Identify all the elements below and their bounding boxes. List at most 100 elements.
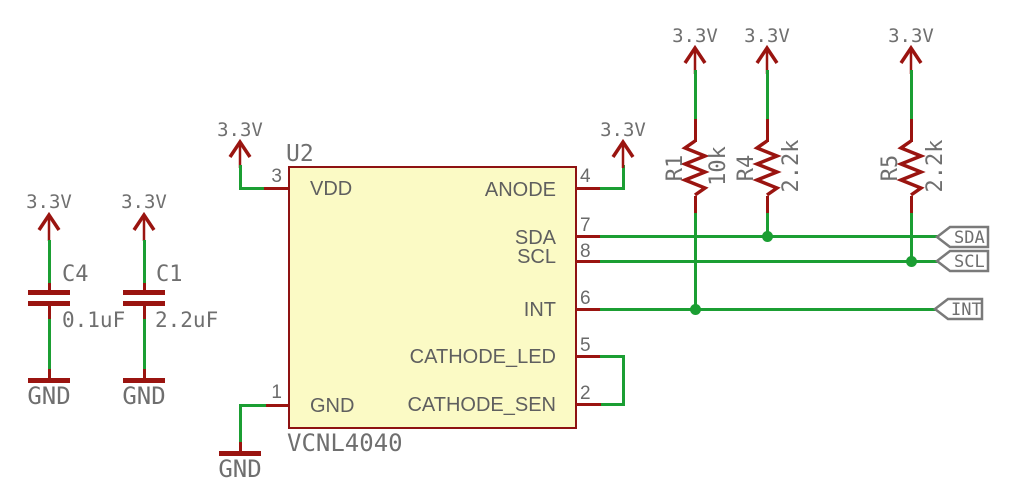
gnd-symbol <box>219 451 261 456</box>
resistor-pin <box>694 196 697 214</box>
net-flag-sda-label: SDA <box>954 228 985 248</box>
pin-number-6: 6 <box>580 288 591 309</box>
pin-stub <box>576 187 601 190</box>
c4-plate-bottom <box>28 301 70 306</box>
net-flag-scl-label: SCL <box>954 252 985 272</box>
junction-dot <box>906 256 917 267</box>
power-arrow-icon <box>228 138 252 168</box>
pin-stub <box>264 404 289 407</box>
wire-segment <box>766 213 769 239</box>
c1-plate-bottom <box>123 301 165 306</box>
cap-pin <box>48 306 51 319</box>
r1-value: 10k <box>706 146 731 186</box>
wire-segment <box>48 240 51 283</box>
ic-pin-label-cathode-led: CATHODE_LED <box>409 346 556 368</box>
wire-segment <box>48 319 51 369</box>
pin-number-7: 7 <box>580 215 591 236</box>
gnd-symbol <box>28 378 70 383</box>
scl-wire <box>600 260 938 263</box>
net-flag-int-label: INT <box>951 300 982 320</box>
net-flag-scl: SCL <box>934 249 990 273</box>
wire-segment <box>600 355 625 358</box>
ic-body <box>288 166 577 429</box>
wire-segment <box>622 355 625 406</box>
junction-dot <box>690 304 701 315</box>
pin-stub <box>576 235 601 238</box>
wire-segment <box>239 404 266 407</box>
r4-ref: R4 <box>734 154 759 182</box>
wire-segment <box>694 70 697 119</box>
r5-value: 2.2k <box>923 139 948 193</box>
junction-dot <box>762 231 773 242</box>
power-arrow-icon <box>611 138 635 168</box>
wire-segment <box>143 240 146 283</box>
cap-pin <box>143 306 146 319</box>
wire-segment <box>600 187 625 190</box>
r1-supply-label: 3.3V <box>672 25 718 47</box>
c1-plate-top <box>123 290 165 295</box>
r5-ref: R5 <box>878 154 903 182</box>
r1-ref: R1 <box>663 154 688 182</box>
ic-pin-label-sda: SDA <box>514 227 556 249</box>
resistor-zigzag-icon <box>752 139 782 197</box>
resistor-pin <box>694 119 697 142</box>
power-arrow-icon <box>37 211 61 241</box>
c4-supply-label: 3.3V <box>26 191 72 213</box>
vdd-supply-label: 3.3V <box>217 119 263 141</box>
ic-pin-label-gnd: GND <box>310 395 355 417</box>
wire-segment <box>143 319 146 369</box>
pin-number-3: 3 <box>271 166 282 187</box>
wire-segment <box>910 213 913 264</box>
resistor-pin <box>910 196 913 214</box>
r5-supply-label: 3.3V <box>888 25 934 47</box>
resistor-zigzag-icon <box>896 139 926 197</box>
wire-segment <box>239 404 242 442</box>
ic-pin-label-cathode-sen: CATHODE_SEN <box>407 394 556 416</box>
pin-number-2: 2 <box>580 383 591 404</box>
pin-stub <box>576 308 601 311</box>
c4-plate-top <box>28 290 70 295</box>
wire-segment <box>694 213 697 311</box>
int-wire <box>600 308 937 311</box>
gnd-pin <box>239 442 242 453</box>
net-flag-sda: SDA <box>934 225 990 249</box>
gnd-symbol <box>123 378 165 383</box>
gnd-pin <box>48 369 51 379</box>
resistor-pin <box>910 119 913 142</box>
wire-segment <box>239 187 266 190</box>
ic-pin-label-scl: SCL <box>517 246 556 268</box>
pin-number-8: 8 <box>580 241 591 262</box>
pin-number-1: 1 <box>271 382 282 403</box>
power-arrow-icon <box>132 211 156 241</box>
pin-stub <box>576 403 601 406</box>
wire-segment <box>766 70 769 119</box>
ic-pin-label-int: INT <box>523 299 556 321</box>
ic-part-name: VCNL4040 <box>287 429 403 457</box>
gnd-pin <box>143 369 146 379</box>
resistor-pin <box>766 196 769 214</box>
r4-supply-label: 3.3V <box>744 25 790 47</box>
c1-gnd-label: GND <box>122 382 166 410</box>
cap-pin <box>143 283 146 291</box>
resistor-zigzag-icon <box>680 139 710 197</box>
pin-number-4: 4 <box>580 166 591 187</box>
c1-supply-label: 3.3V <box>121 191 167 213</box>
c4-gnd-label: GND <box>27 382 71 410</box>
pin-stub <box>264 187 289 190</box>
wire-segment <box>622 165 625 190</box>
net-flag-int: INT <box>932 297 984 321</box>
c1-value: 2.2uF <box>155 308 219 332</box>
pin-number-5: 5 <box>580 335 591 356</box>
anode-supply-label: 3.3V <box>600 119 646 141</box>
cap-pin <box>48 283 51 291</box>
pin-stub <box>576 260 601 263</box>
ic-pin-label-vdd: VDD <box>310 178 353 200</box>
pin-stub <box>576 355 601 358</box>
resistor-pin <box>766 119 769 142</box>
wire-segment <box>239 165 242 190</box>
wire-segment <box>600 403 625 406</box>
ic-ref: U2 <box>286 141 314 167</box>
r4-value: 2.2k <box>779 139 804 193</box>
ic-pin-label-anode: ANODE <box>484 179 556 201</box>
